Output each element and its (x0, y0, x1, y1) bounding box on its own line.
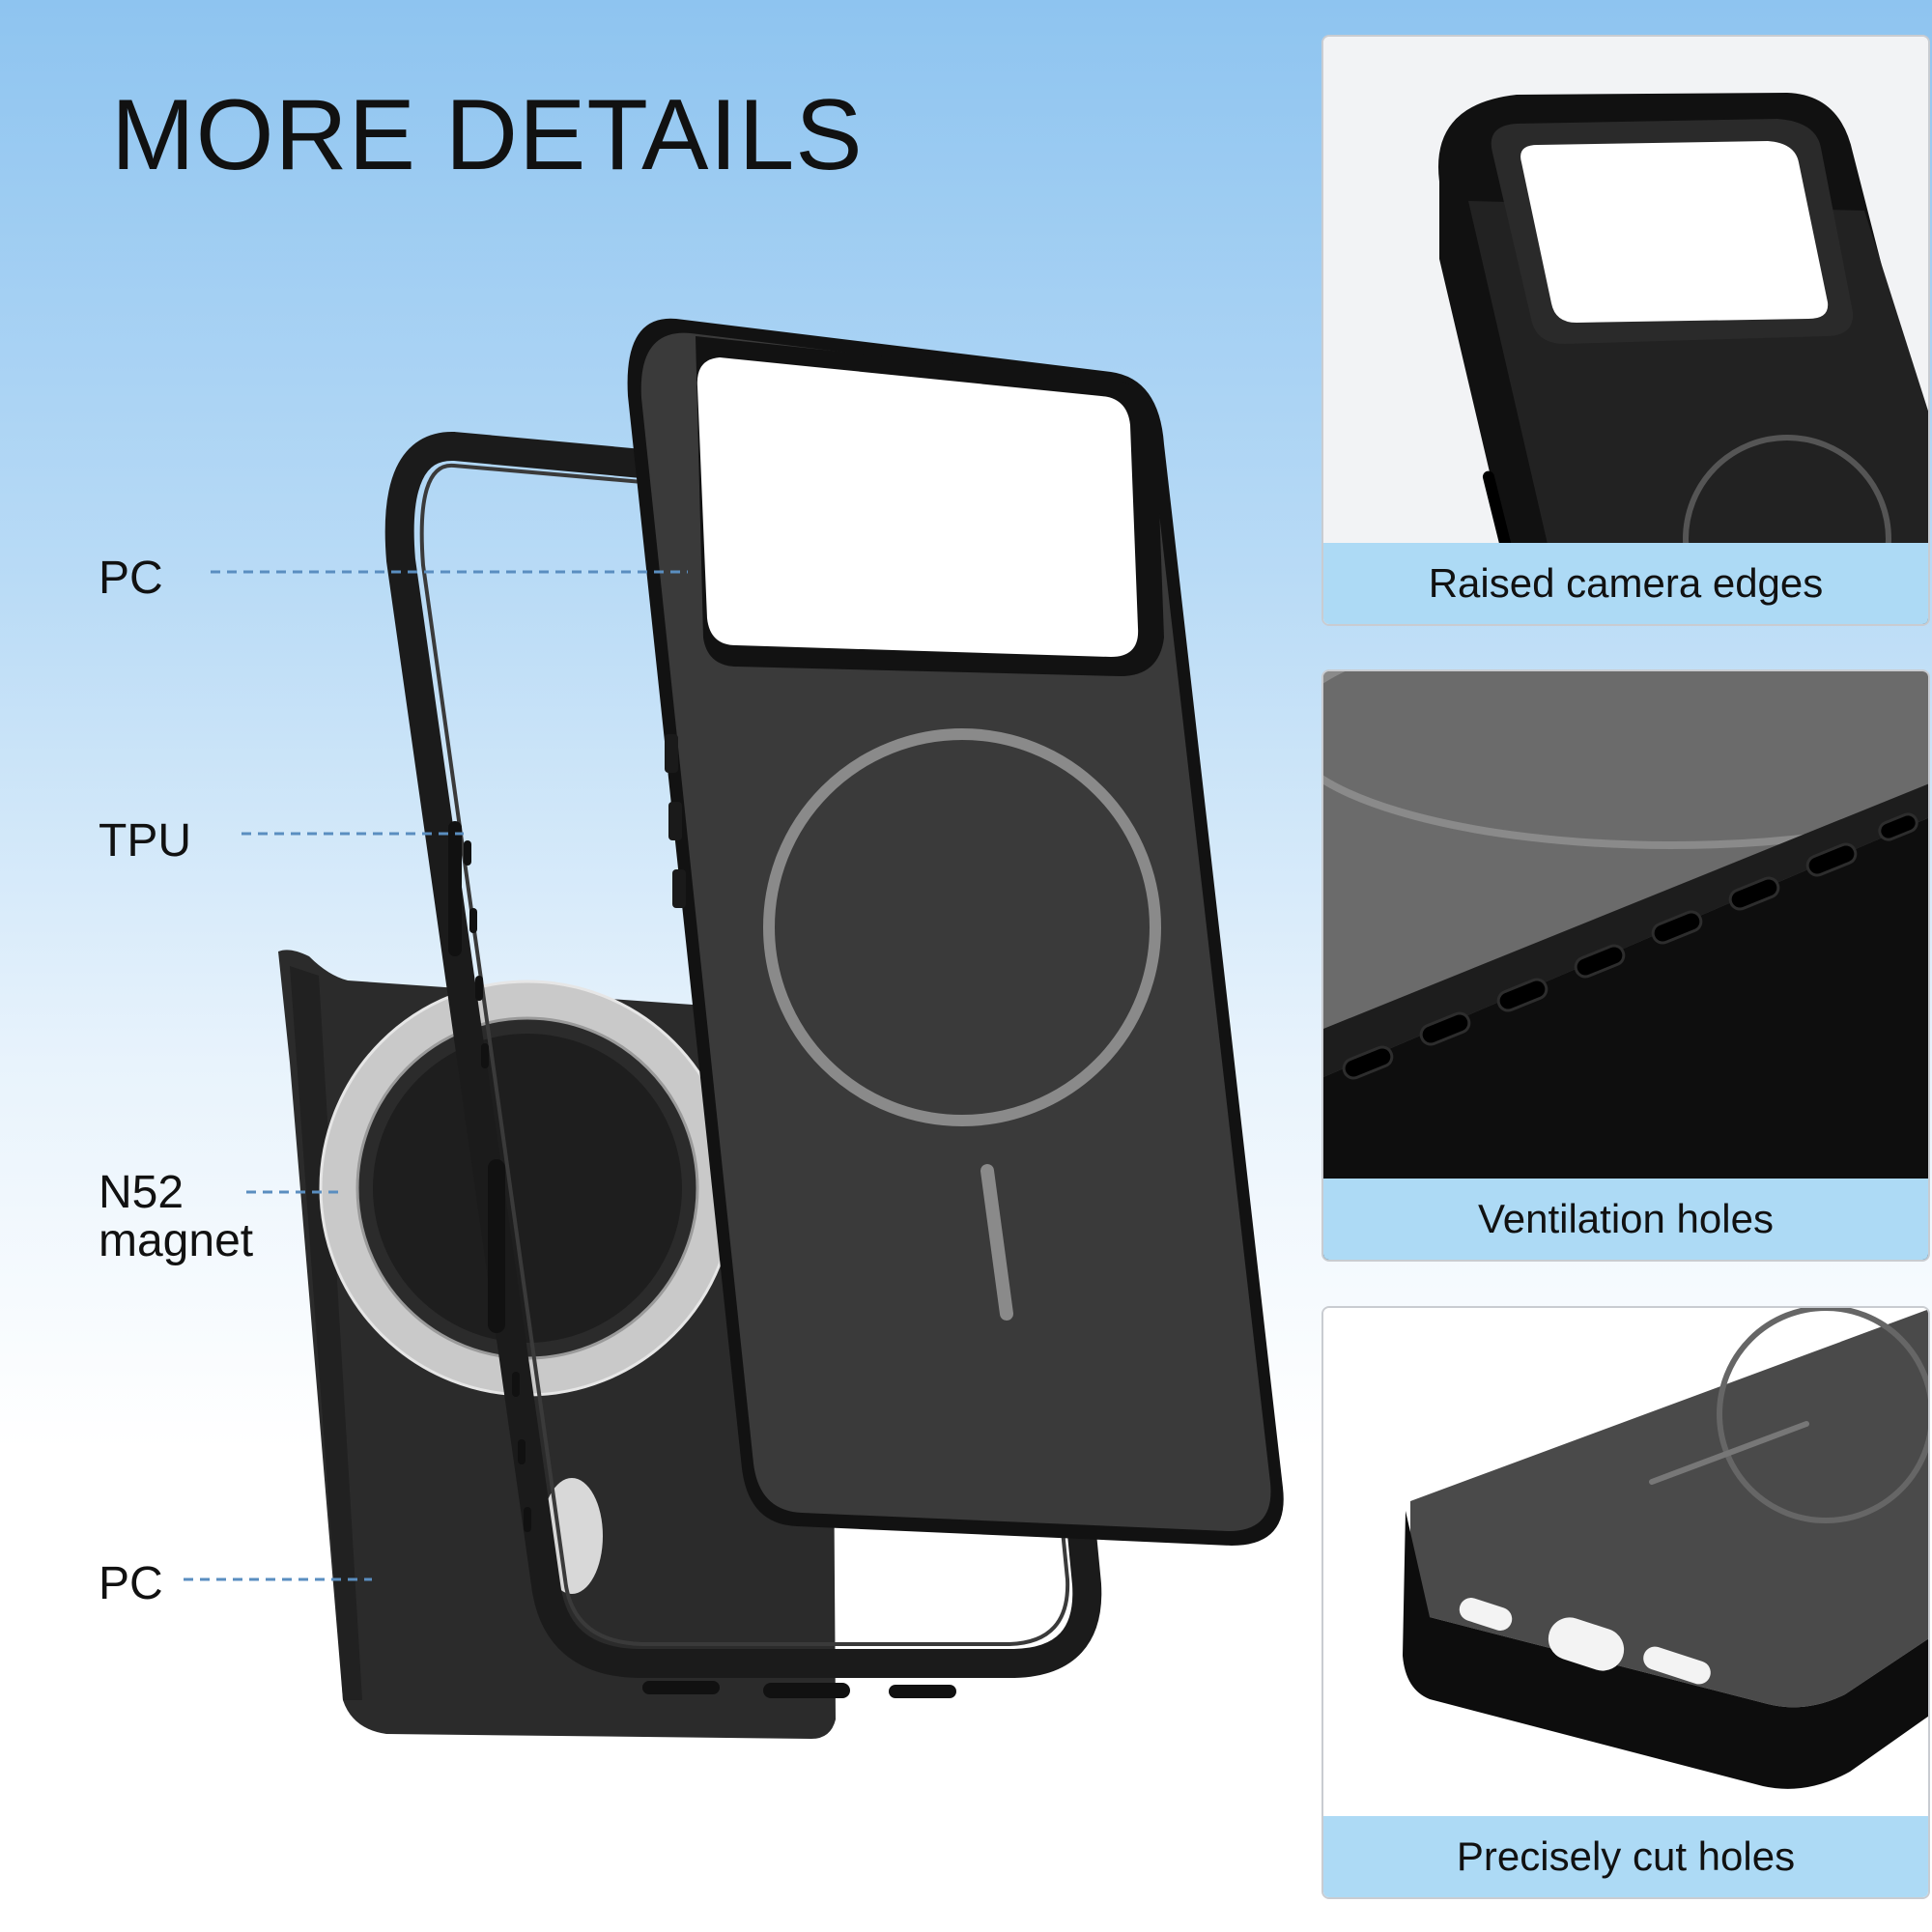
caption-camera-edges: Raised camera edges (1323, 543, 1928, 624)
caption-cut-holes: Precisely cut holes (1323, 1816, 1928, 1897)
exploded-case-illustration (184, 318, 1284, 1739)
detail-panel-camera-edges: Raised camera edges (1321, 35, 1930, 626)
detail-panel-ventilation: Ventilation holes (1321, 669, 1930, 1262)
label-tpu: TPU (99, 815, 191, 867)
ventilation-closeup-icon (1323, 671, 1928, 1260)
caption-ventilation: Ventilation holes (1323, 1179, 1928, 1260)
outer-pc-shell (627, 318, 1284, 1547)
label-pc-inner: PC (99, 1558, 163, 1609)
camera-edge-closeup-icon (1323, 37, 1928, 624)
label-pc-outer: PC (99, 553, 163, 604)
detail-panel-cut-holes: Precisely cut holes (1321, 1306, 1930, 1899)
port-holes-closeup-icon (1323, 1308, 1928, 1897)
leader-lines (184, 570, 688, 1581)
page-title: MORE DETAILS (111, 79, 864, 191)
label-n52-magnet: N52 magnet (99, 1167, 254, 1267)
